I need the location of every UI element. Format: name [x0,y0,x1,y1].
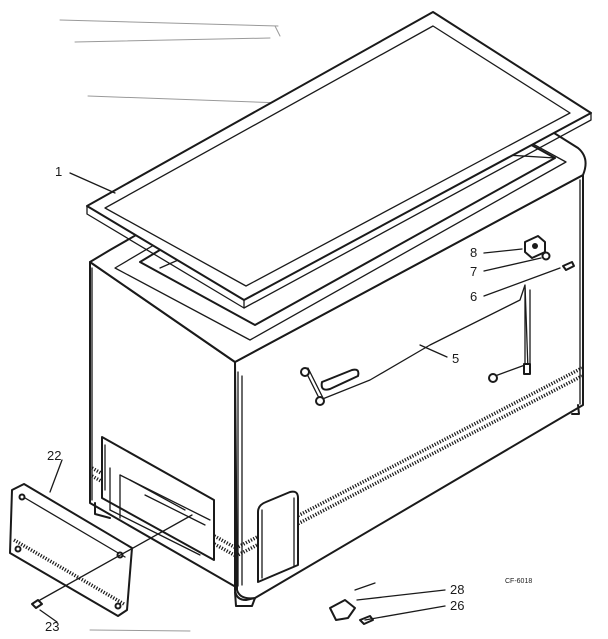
thermostat-parts [329,582,376,625]
leader-lines [39,172,561,623]
drawing-code: CF-6018 [505,578,532,585]
callout-1: 1 [55,164,62,179]
lid-gasket-frame [86,11,592,309]
callout-6: 6 [470,289,477,304]
machine-compartment [101,436,215,561]
front-cover-panel [9,483,133,617]
callout-22: 22 [47,448,61,463]
hinge-parts [524,235,575,271]
screw-23 [31,599,43,609]
heater-wire-assembly [300,284,531,406]
callout-8: 8 [470,245,477,260]
callout-7: 7 [470,264,477,279]
callout-28: 28 [450,582,464,597]
side-compartment [257,490,299,583]
callouts: 1 8 7 6 5 22 23 28 26 CF-6018 [45,164,532,634]
callout-26: 26 [450,598,464,613]
callout-5: 5 [452,351,459,366]
callout-23: 23 [45,619,59,634]
scan-artifacts [59,19,283,632]
